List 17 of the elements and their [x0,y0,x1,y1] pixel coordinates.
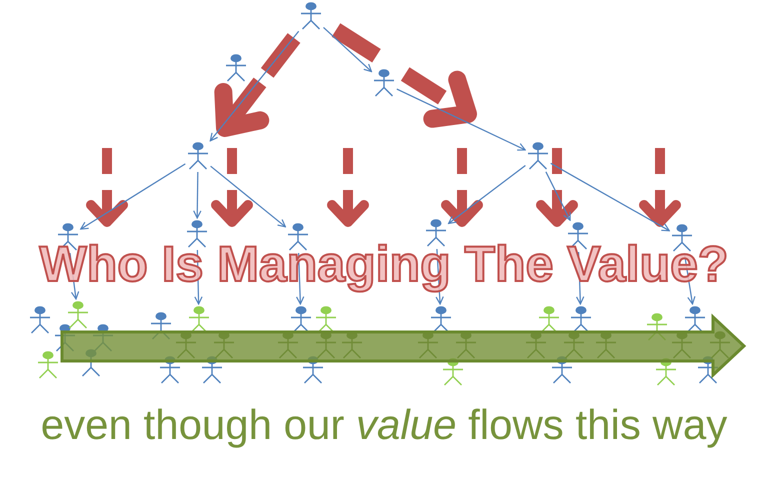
person-icon [29,306,51,334]
person-icon [37,351,59,379]
arrow [550,162,670,232]
arrow [193,172,202,219]
arrow [80,163,186,230]
person-icon [225,54,247,82]
person-icon [300,2,322,30]
arrow [323,26,372,72]
arrow [396,88,526,151]
person-icon [67,301,89,329]
person-icon [187,142,209,170]
arrow [545,172,571,221]
arrow [210,166,286,228]
arrow [448,165,526,224]
person-icon [373,69,395,97]
caption: even though our value flows this way [40,401,728,449]
person-icon [527,142,549,170]
